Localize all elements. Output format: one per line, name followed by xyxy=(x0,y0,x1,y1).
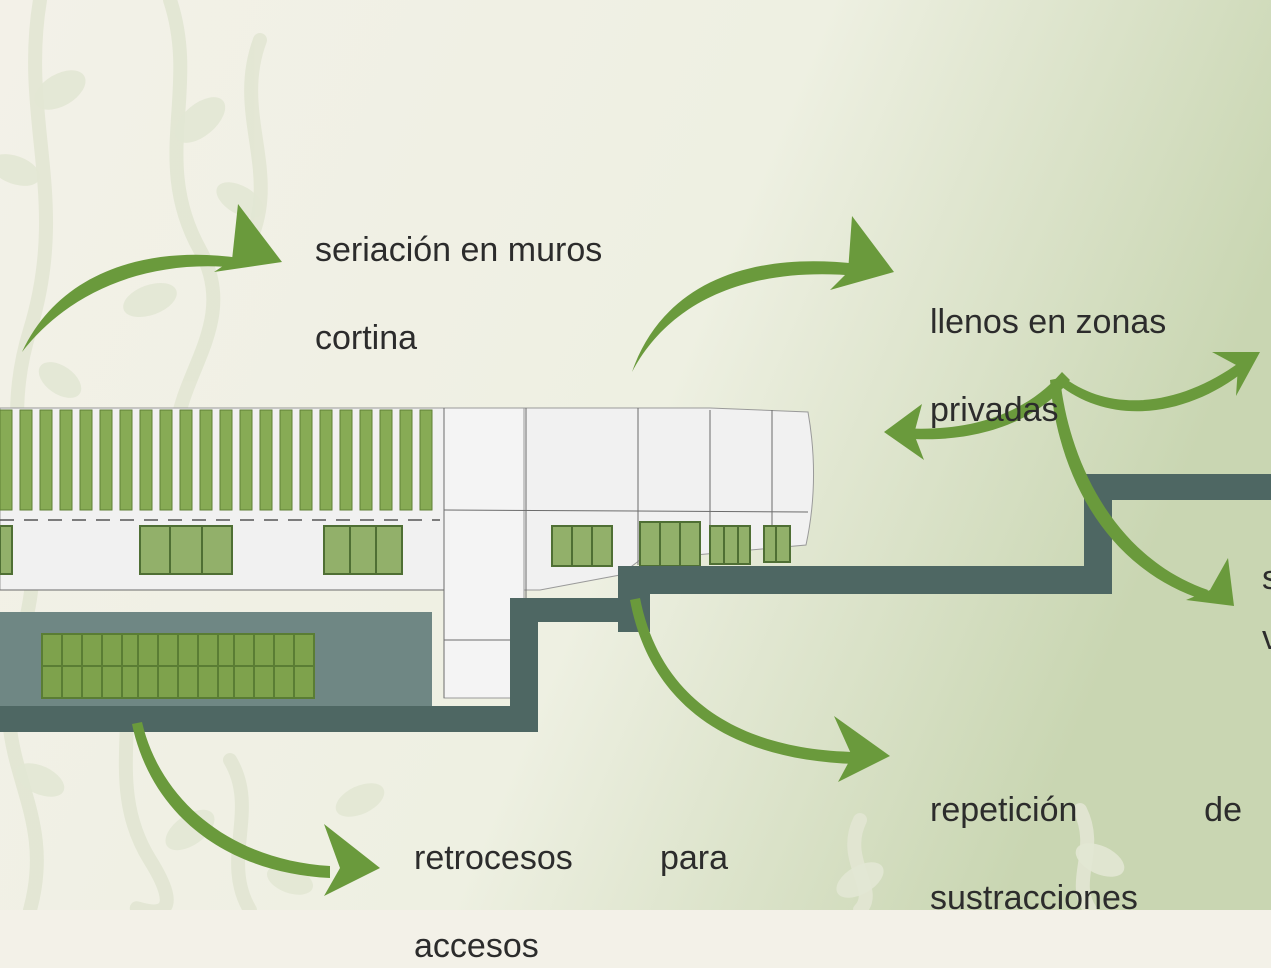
annotation-private-zones-line1: llenos en zonas xyxy=(930,303,1167,341)
annotation-accesses-line2: accesos xyxy=(414,927,539,965)
annotation-accesses-word1: retrocesos xyxy=(414,839,573,877)
annotation-curtain-walls-line2: cortina xyxy=(315,319,418,357)
annotation-private-zones: llenos en zonas privadas xyxy=(930,256,1166,432)
annotation-cut-bottom: v xyxy=(1262,619,1271,657)
double-headed-arrow-icon xyxy=(884,352,1260,606)
annotation-curtain-walls: seriación en muros cortina xyxy=(315,184,602,360)
ground-floor-screen-grid xyxy=(42,634,314,698)
annotation-subtractions: repetición de sustracciones xyxy=(930,744,1242,920)
curved-arrow-icon xyxy=(632,216,894,372)
annotation-cut-top: s xyxy=(1262,559,1271,597)
annotation-subtractions-word1: repetición xyxy=(930,791,1078,829)
elevation-diagram xyxy=(0,0,1271,910)
annotation-subtractions-line2: sustracciones xyxy=(930,879,1138,917)
annotation-accesses-word2: para xyxy=(659,839,728,877)
building-elevation xyxy=(0,407,1271,732)
section-slab xyxy=(0,474,1271,732)
annotation-accesses: retrocesos para accesos xyxy=(414,792,728,968)
annotation-private-zones-line2: privadas xyxy=(930,391,1059,429)
annotation-subtractions-word2: de xyxy=(1204,791,1242,829)
window-mullions xyxy=(169,522,777,574)
curtain-wall-fins xyxy=(0,409,433,511)
curved-arrow-icon xyxy=(132,722,380,896)
curved-arrow-icon xyxy=(630,598,890,782)
annotation-curtain-walls-line1: seriación en muros xyxy=(315,231,603,269)
curved-arrow-icon xyxy=(22,204,282,352)
